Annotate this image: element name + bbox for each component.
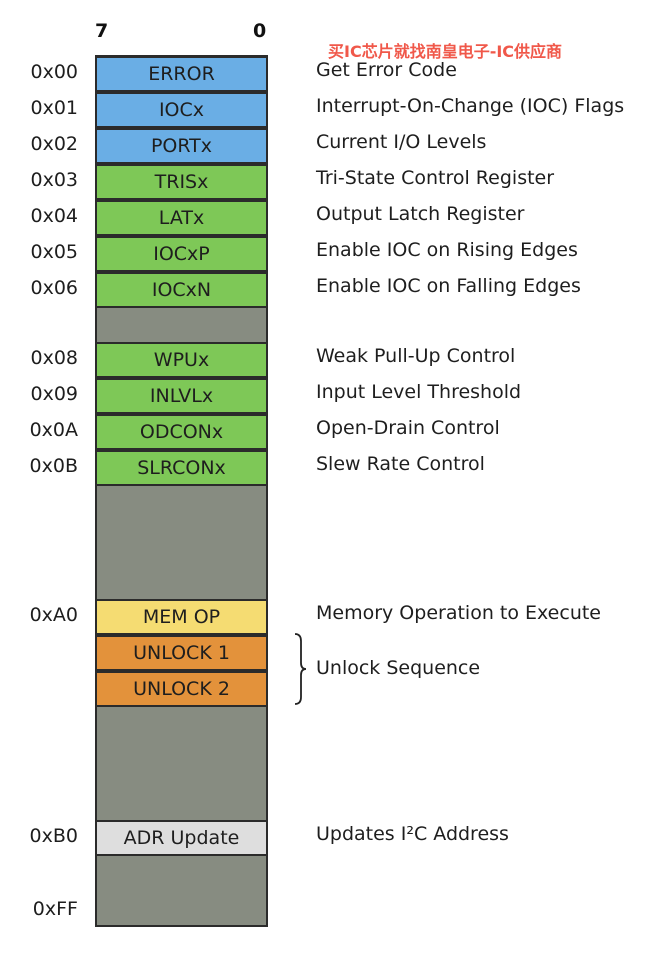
register-address: 0x01 — [30, 97, 78, 119]
register-description: Enable IOC on Rising Edges — [316, 239, 578, 261]
register-portx: PORTx — [97, 128, 266, 164]
bit-high-label: 7 — [95, 20, 109, 42]
register-description: Tri-State Control Register — [316, 167, 555, 189]
register-description: Current I/O Levels — [316, 131, 487, 153]
register-address: 0xB0 — [29, 825, 78, 847]
register-address: 0x08 — [30, 347, 78, 369]
register-description: Input Level Threshold — [316, 381, 522, 403]
register-iocxp: IOCxP — [97, 236, 266, 272]
register-latx: LATx — [97, 200, 266, 236]
register-address: 0x05 — [30, 241, 78, 263]
register-slrconx: SLRCONx — [97, 450, 266, 486]
register-address: 0x0A — [29, 419, 78, 441]
register-description: Memory Operation to Execute — [316, 602, 601, 624]
register-inlvlx: INLVLx — [97, 378, 266, 414]
register-unlock-2: UNLOCK 2 — [97, 671, 266, 707]
register-odconx: ODCONx — [97, 414, 266, 450]
register-description: Output Latch Register — [316, 203, 525, 225]
register-address: 0xA0 — [29, 604, 78, 626]
register-iocx: IOCx — [97, 92, 266, 128]
register-description: Get Error Code — [316, 59, 457, 81]
register-description: Open-Drain Control — [316, 417, 500, 439]
register-address: 0x04 — [30, 205, 78, 227]
register-adr-update: ADR Update — [97, 820, 266, 856]
register-mem-op: MEM OP — [97, 599, 266, 635]
register-address: 0x09 — [30, 383, 78, 405]
register-trisx: TRISx — [97, 164, 266, 200]
register-description: Slew Rate Control — [316, 453, 485, 475]
unlock-brace-icon — [294, 633, 307, 705]
register-unlock-1: UNLOCK 1 — [97, 635, 266, 671]
register-wpux: WPUx — [97, 342, 266, 378]
register-error: ERROR — [97, 56, 266, 92]
unlock-sequence-label: Unlock Sequence — [316, 657, 481, 679]
register-address: 0x0B — [29, 455, 78, 477]
register-address: 0x02 — [30, 133, 78, 155]
register-description: Weak Pull-Up Control — [316, 345, 516, 367]
register-address: 0x00 — [30, 61, 78, 83]
bit-low-label: 0 — [253, 20, 267, 42]
register-address: 0x03 — [30, 169, 78, 191]
register-description: Updates I²C Address — [316, 823, 509, 845]
register-address: 0x06 — [30, 277, 78, 299]
register-description: Interrupt-On-Change (IOC) Flags — [316, 95, 625, 117]
watermark: 买IC芯片就找南皇电子-IC供应商 — [328, 42, 563, 61]
register-iocxn: IOCxN — [97, 272, 266, 308]
end-address: 0xFF — [32, 898, 78, 920]
register-description: Enable IOC on Falling Edges — [316, 275, 581, 297]
